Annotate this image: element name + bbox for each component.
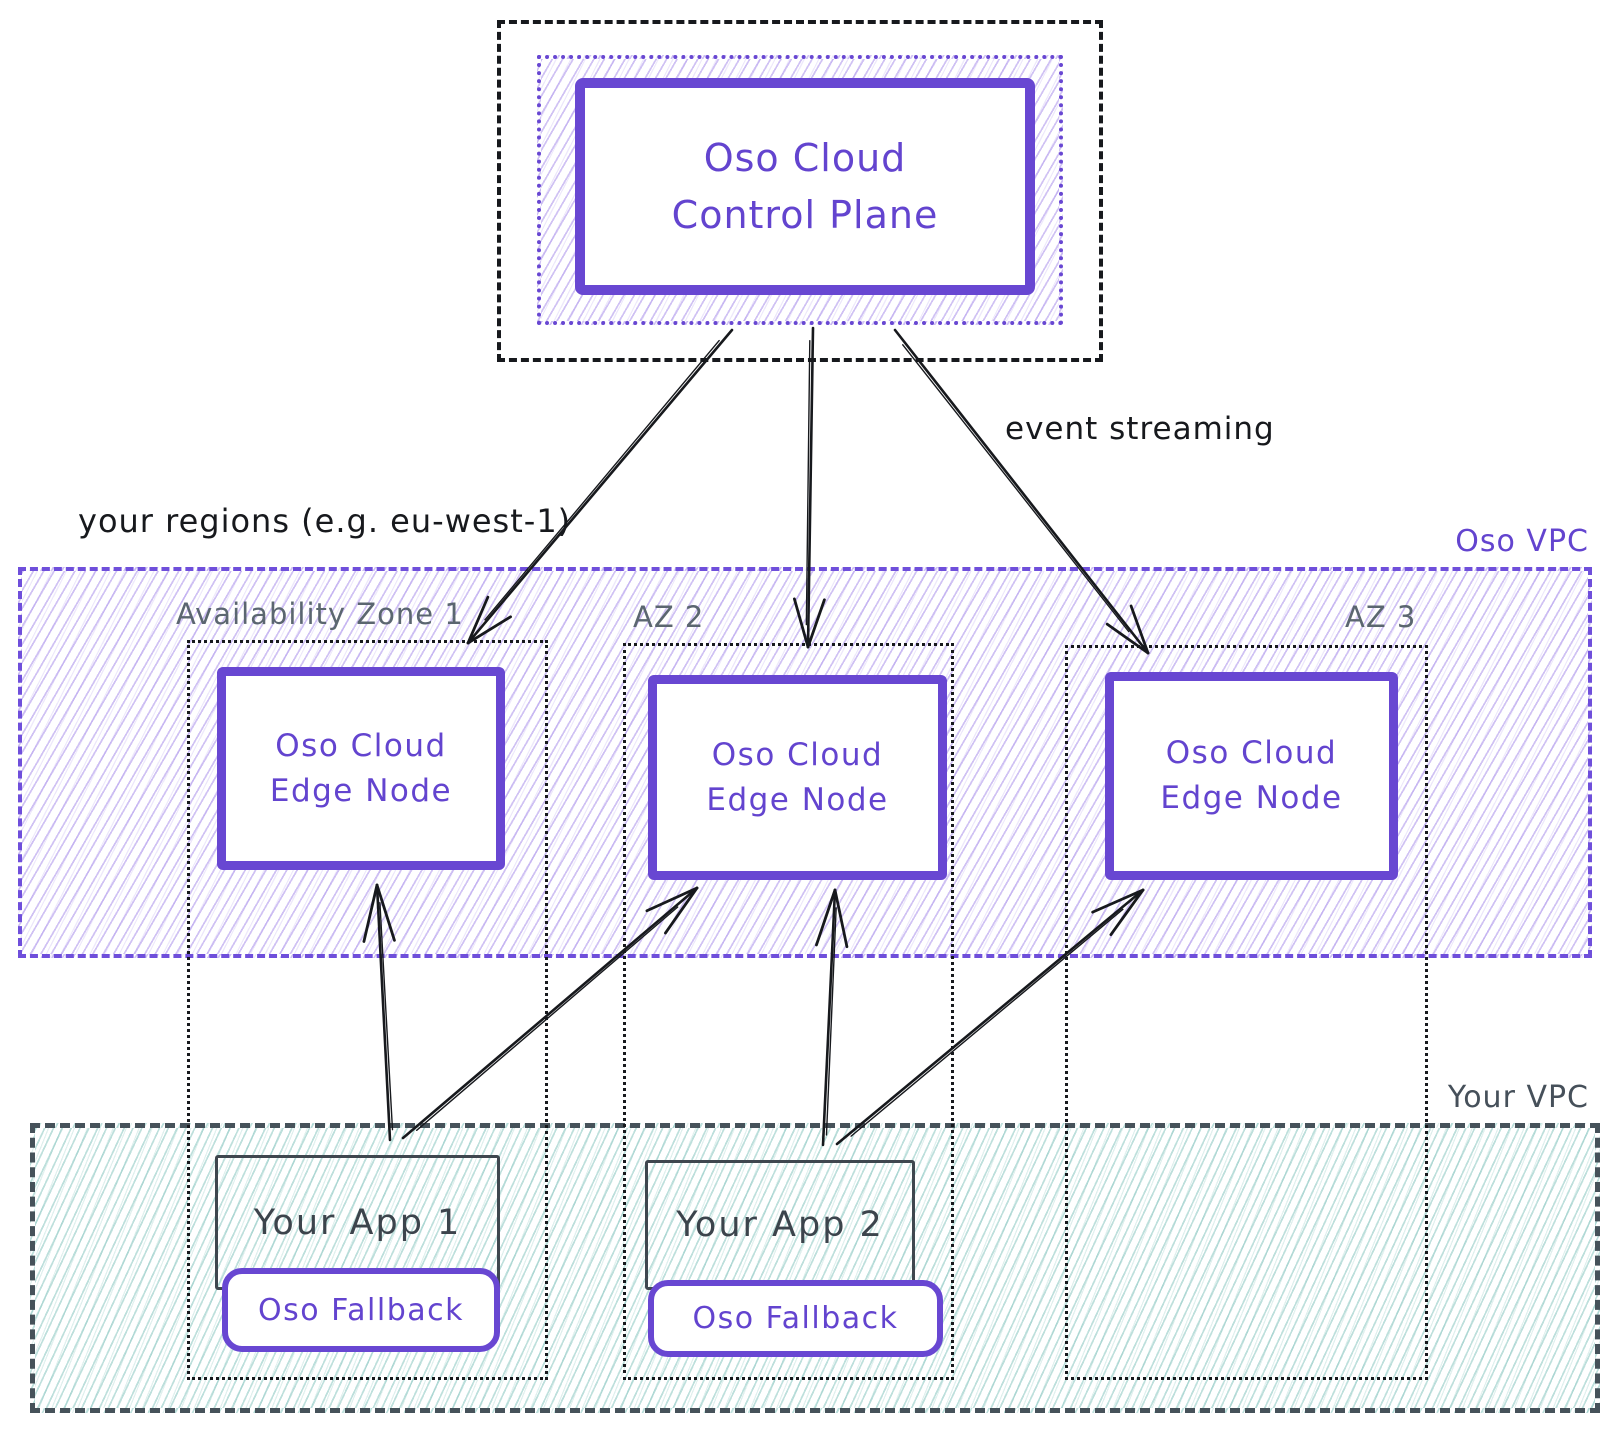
availability-zone-3-label: AZ 3 [1345,600,1417,634]
edge-node-1: Oso Cloud Edge Node [217,667,505,870]
your-app-1-box: Your App 1 [215,1155,500,1290]
edge-node-1-label: Oso Cloud Edge Node [269,727,453,809]
oso-fallback-1-label: Oso Fallback [258,1292,464,1328]
availability-zone-1-label: Availability Zone 1 [176,597,464,631]
oso-fallback-pill-1: Oso Fallback [222,1268,500,1352]
edge-node-3: Oso Cloud Edge Node [1105,672,1398,880]
control-plane-outer-dashed-box [497,20,1103,362]
your-regions-label: your regions (e.g. eu-west-1) [78,502,572,540]
edge-node-3-label: Oso Cloud Edge Node [1160,735,1343,816]
your-vpc-label: Your VPC [1447,1080,1589,1115]
event-streaming-label: event streaming [1005,411,1275,447]
oso-vpc-label: Oso VPC [1455,524,1589,559]
edge-node-2-label: Oso Cloud Edge Node [706,736,889,818]
control-plane-node: Oso Cloud Control Plane [575,78,1035,295]
oso-fallback-pill-2: Oso Fallback [648,1280,943,1357]
your-app-2-label: Your App 2 [676,1205,884,1245]
control-plane-label: Oso Cloud Control Plane [671,135,939,237]
edge-node-2: Oso Cloud Edge Node [648,675,947,880]
your-app-1-label: Your App 1 [253,1202,462,1243]
availability-zone-2-label: AZ 2 [633,600,705,634]
your-app-2-box: Your App 2 [645,1160,915,1290]
oso-fallback-2-label: Oso Fallback [692,1301,899,1336]
